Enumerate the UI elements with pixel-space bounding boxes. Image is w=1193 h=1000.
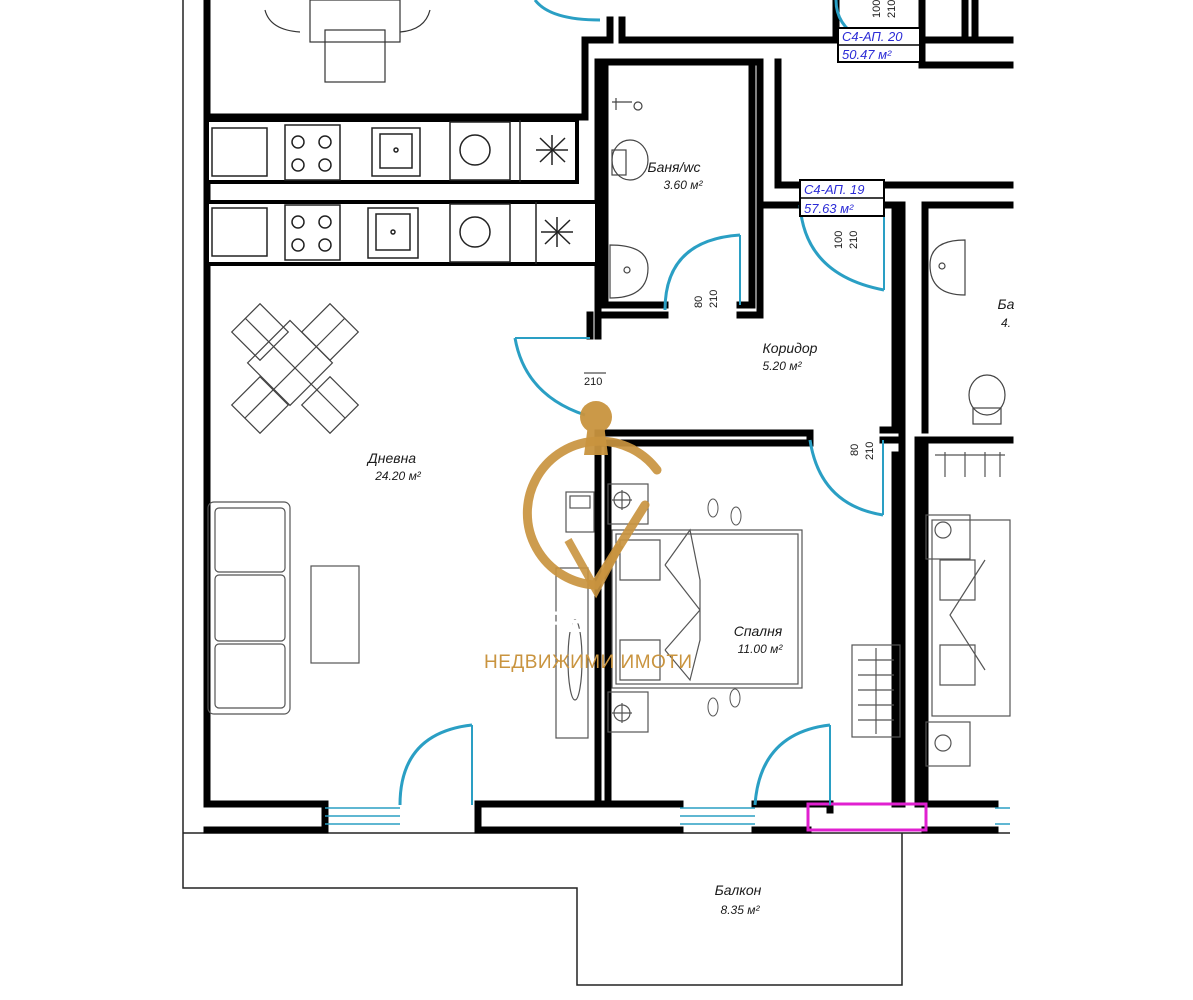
coffee-table [310,565,360,664]
dim-bedroom-door: 80 210 [849,442,876,460]
bathroom-fixtures [609,98,649,299]
door-dim-width: 80 [849,444,861,456]
room-corridor: Коридор 5.20 м² [763,340,818,373]
kitchen-counter-bottom [205,200,599,266]
room-area: 11.00 м² [738,642,784,656]
room-living: Дневна 24.20 м² [366,450,422,483]
apt-code: С4-АП. 19 [804,182,864,197]
bed [611,528,803,689]
room-bathroom: Баня/wc 3.60 м² [647,159,703,192]
brand-watermark: РЕ НЕДВИЖИМИ ИМОТИ [484,401,693,673]
dining-set [230,302,360,435]
dim-ap19-door: 100 210 [833,231,860,249]
apt-tag-20: С4-АП. 20 50.47 м² [837,27,921,63]
room-bedroom: Спалня 11.00 м² [734,623,784,656]
right-bath-fixtures [929,239,1006,425]
room-name: Спалня [734,623,783,639]
room-balcony: Балкон 8.35 м² [715,882,762,917]
door-dim-width: 100 [833,231,845,249]
right-bed [925,452,1011,767]
nightstand-bottom [607,691,649,733]
door-dim-height: 210 [708,290,720,308]
tv-console [555,491,595,739]
location-pin-icon [522,436,662,590]
dim-ap20-door: 100 210 [871,0,898,18]
door-dim-height: 210 [864,442,876,460]
highlight-marker [806,802,928,832]
room-area: 5.20 м² [763,359,803,373]
slippers [707,498,742,717]
brand-mark: РЕ [546,606,586,639]
dining-table-top [264,0,431,83]
apt-code: С4-АП. 20 [842,29,903,44]
door-dim-height: 210 [886,0,898,18]
windows [325,807,1010,825]
room-name: Балкон [715,882,762,898]
dim-living-door-height: 210 [584,376,602,388]
room-right-bath: Ба 4. [998,296,1015,330]
door-dim-width: 80 [693,296,705,308]
apt-area: 57.63 м² [804,201,854,216]
kitchen-counter-top [205,118,579,184]
room-area: 3.60 м² [664,178,704,192]
dim-bath-door: 80 210 [693,290,720,308]
door-dim-height: 210 [848,231,860,249]
sofa [207,501,291,715]
apt-area: 50.47 м² [842,47,892,62]
apt-tag-19: С4-АП. 19 57.63 м² [799,179,885,217]
room-name: Коридор [763,340,818,356]
brand-tagline: НЕДВИЖИМИ ИМОТИ [484,652,693,673]
room-area: 8.35 м² [721,903,761,917]
keyhole-icon [580,401,612,455]
room-name: Дневна [366,450,416,466]
wardrobe [851,644,901,738]
room-area: 24.20 м² [374,469,422,483]
room-area: 4. [1001,316,1011,330]
room-name: Ба [998,296,1015,312]
door-arcs [398,0,885,806]
room-name: Баня/wc [647,159,700,175]
door-dim-width: 100 [871,0,883,18]
